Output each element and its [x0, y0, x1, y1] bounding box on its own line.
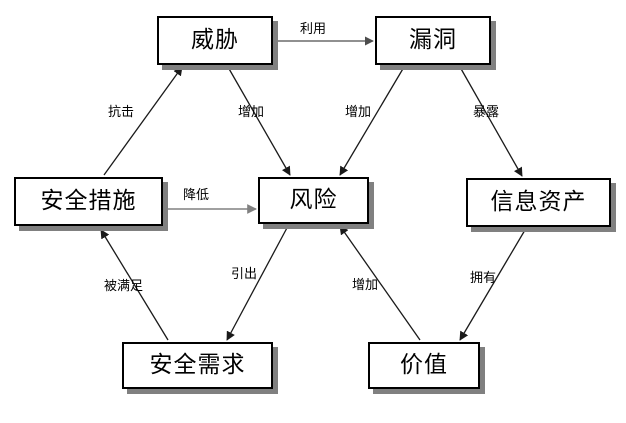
node-label: 价值: [400, 352, 448, 378]
node-label: 信息资产: [490, 189, 587, 215]
node-requirement[interactable]: 安全需求: [122, 342, 273, 389]
node-label: 安全措施: [40, 188, 137, 214]
edge-label-e2: 抗击: [108, 105, 135, 120]
node-label: 漏洞: [409, 27, 457, 53]
edge-threat-to-risk: [227, 66, 291, 176]
edge-label-e9: 增加: [352, 278, 379, 293]
edge-vulnerability-to-risk: [339, 66, 405, 176]
edge-requirement-to-safeguard: [100, 229, 169, 341]
edge-vulnerability-to-asset: [459, 66, 523, 177]
edge-label-e7: 被满足: [104, 279, 144, 294]
edge-label-e4: 增加: [345, 105, 372, 120]
edge-safeguard-to-threat: [103, 66, 183, 176]
node-vulnerability[interactable]: 漏洞: [375, 16, 491, 65]
node-asset[interactable]: 信息资产: [466, 178, 611, 227]
edge-risk-to-requirement: [226, 225, 289, 341]
edge-label-e10: 拥有: [470, 271, 497, 286]
edge-value-to-risk: [339, 225, 421, 341]
node-label: 风险: [289, 187, 338, 213]
node-risk[interactable]: 风险: [258, 177, 369, 224]
edge-label-e6: 降低: [183, 188, 210, 203]
edge-label-e5: 暴露: [473, 105, 500, 120]
node-safeguard[interactable]: 安全措施: [14, 177, 163, 226]
edge-label-e8: 引出: [231, 267, 258, 282]
node-value[interactable]: 价值: [368, 342, 480, 389]
node-label: 安全需求: [149, 352, 246, 378]
node-label: 威胁: [191, 27, 239, 53]
edge-label-e3: 增加: [238, 105, 265, 120]
edge-asset-to-value: [459, 229, 526, 341]
node-threat[interactable]: 威胁: [157, 16, 273, 65]
edge-label-e1: 利用: [300, 22, 327, 37]
